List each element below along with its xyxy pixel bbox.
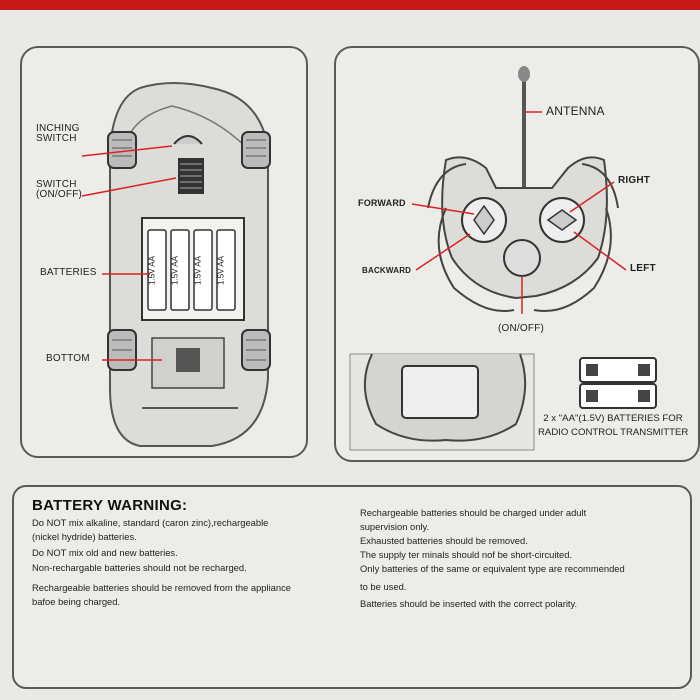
remote-body	[441, 156, 608, 300]
batteries-label: BATTERIES	[40, 267, 97, 278]
bottom-label: BOTTOM	[46, 353, 90, 364]
left-label: LEFT	[630, 263, 656, 274]
warning-right-line-1: Rechargeable batteries should be charged…	[360, 507, 587, 518]
warning-left-line-3: Do NOT mix old and new batteries.	[32, 547, 178, 558]
warning-left-line-5: Rechargeable batteries should be removed…	[32, 582, 292, 593]
warning-left-line-4: Non-rechargable batteries should not be …	[32, 562, 247, 573]
battery-label-2: 1.5V AA	[170, 256, 180, 285]
warning-title: BATTERY WARNING:	[32, 497, 188, 514]
warning-right-line-4: The supply ter minals should nof be shor…	[360, 549, 573, 560]
inching-switch	[173, 135, 203, 145]
battery-caption-line2: RADIO CONTROL TRANSMITTER	[538, 427, 689, 438]
warning-left-line-1: Do NOT mix alkaline, standard (caron zin…	[32, 517, 269, 528]
battery-label-1: 1.5V AA	[147, 256, 157, 285]
warning-right-line-6: to be used.	[360, 581, 407, 592]
switch-on-off-label: SWITCH (ON/OFF)	[36, 179, 83, 200]
remote-illustration	[349, 66, 657, 451]
warning-left-line-6: bafoe being charged.	[32, 596, 121, 607]
backward-label: BACKWARD	[362, 266, 412, 275]
on-off-knob	[503, 239, 541, 277]
car-diagram-panel: 1.5V AA 1.5V AA 1.5V AA 1.5V AA INCHING …	[20, 46, 308, 458]
right-label: RIGHT	[618, 175, 651, 186]
remote-diagram-panel: ANTENNA RIGHT FORWARD BACKWARD LEFT (ON/…	[334, 46, 700, 462]
warning-left-line-2: (nickel hydride) batteries.	[32, 531, 137, 542]
on-off-label: (ON/OFF)	[498, 323, 545, 334]
battery-warning-panel: BATTERY WARNING: Do NOT mix alkaline, st…	[12, 485, 692, 689]
battery-label-3: 1.5V AA	[193, 256, 203, 285]
wheel-front-right	[241, 131, 271, 169]
aa-battery-bottom	[579, 383, 657, 409]
warning-right-line-5: Only batteries of the same or equivalent…	[360, 563, 625, 574]
aa-battery-top	[579, 357, 657, 383]
battery-label-4: 1.5V AA	[216, 256, 226, 285]
battery-cells	[147, 229, 236, 311]
car-bottom-illustration	[81, 82, 271, 447]
antenna-label: ANTENNA	[546, 104, 605, 118]
inching-switch-label: INCHING SWITCH	[36, 123, 80, 144]
remote-battery-cover	[401, 365, 479, 419]
forward-label: FORWARD	[358, 198, 406, 208]
battery-caption-line1: 2 x "AA"(1.5V) BATTERIES FOR	[543, 413, 683, 424]
warning-right-line-7: Batteries should be inserted with the co…	[360, 598, 578, 609]
warning-right-line-2: supervision only.	[360, 521, 430, 532]
warning-right-line-3: Exhausted batteries should be removed.	[360, 535, 528, 546]
instruction-sheet: 1.5V AA 1.5V AA 1.5V AA 1.5V AA INCHING …	[0, 10, 700, 700]
